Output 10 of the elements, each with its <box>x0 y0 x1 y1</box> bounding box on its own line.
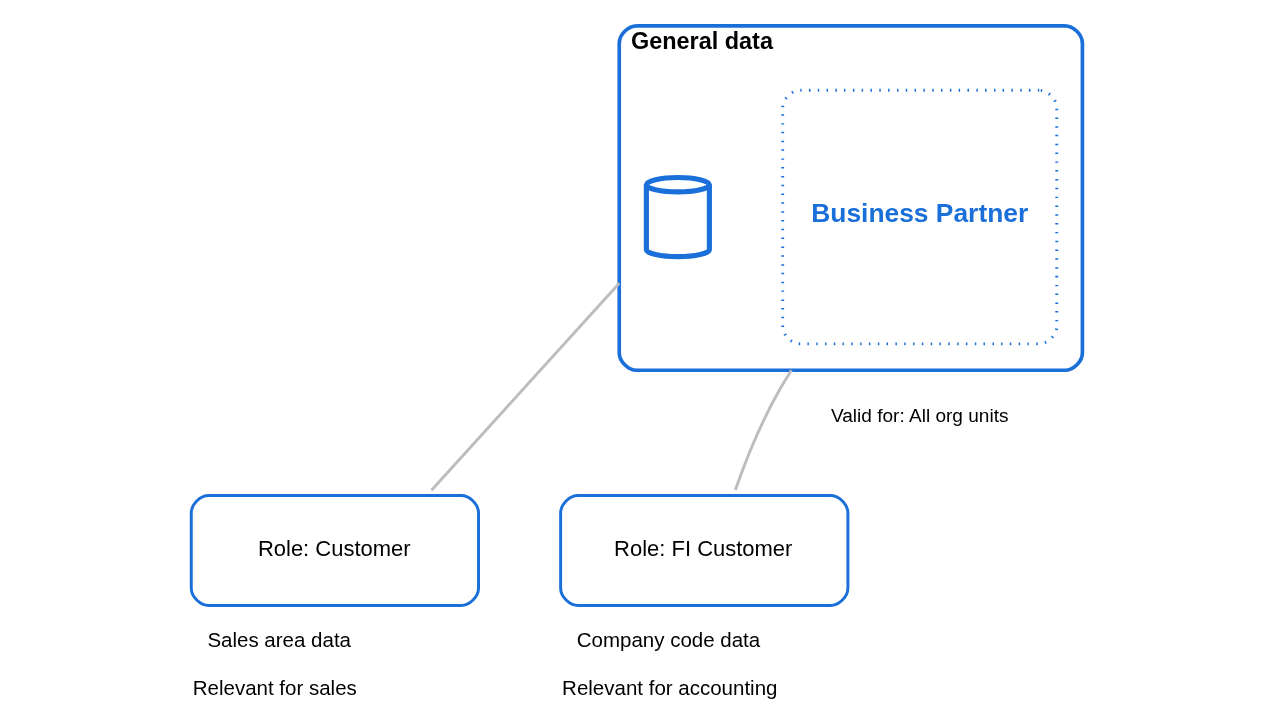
node-box: Business Partner <box>780 88 1058 346</box>
node-label: Sales area data <box>206 627 351 651</box>
node-label: Company code data <box>576 627 760 651</box>
connector <box>733 369 793 491</box>
node-label: Valid for: All org units <box>830 405 1008 427</box>
node-box: Role: Customer <box>189 494 480 607</box>
node-box: Role: FI Customer <box>558 494 849 607</box>
connector <box>429 282 620 492</box>
node-label: Relevant for accounting <box>561 676 777 700</box>
node-label: Relevant for sales <box>192 676 357 700</box>
